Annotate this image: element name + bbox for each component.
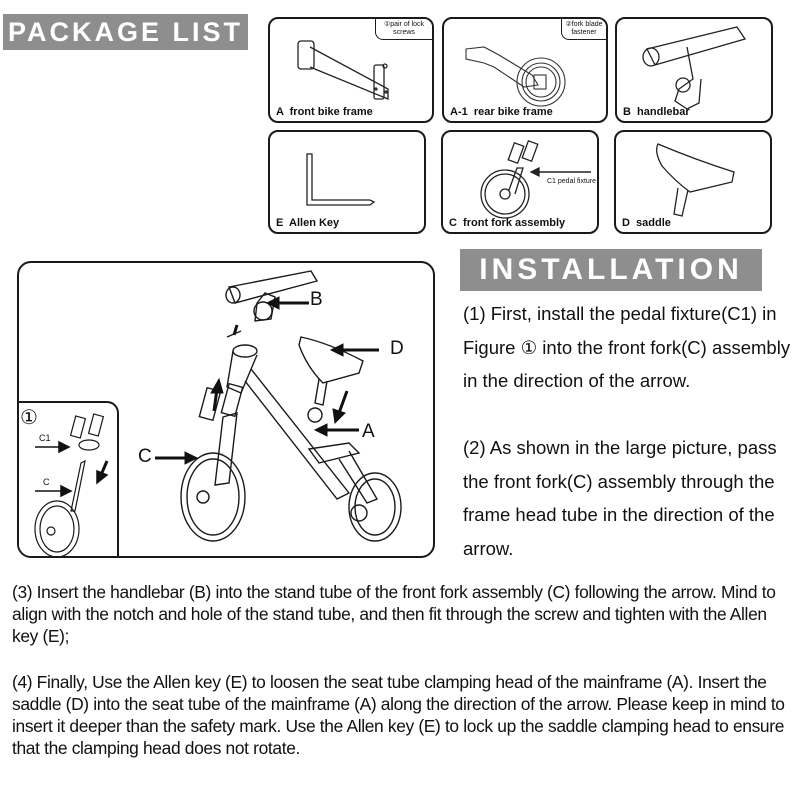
installation-step-4: (4) Finally, Use the Allen key (E) to lo… <box>12 672 785 758</box>
callout-d: D <box>390 338 404 359</box>
package-item-handlebar: B handlebar <box>615 17 773 123</box>
callout-b: B <box>310 289 323 310</box>
assembly-diagram: B D A C ① C1 C <box>17 261 435 558</box>
item-label: A front bike frame <box>276 106 373 118</box>
package-item-saddle: D saddle <box>614 130 772 234</box>
package-list-heading: PACKAGE LIST <box>3 14 248 50</box>
package-item-allen-key: E Allen Key <box>268 130 426 234</box>
installation-step-1: (1) First, install the pedal fixture(C1)… <box>463 303 791 391</box>
installation-heading: INSTALLATION <box>460 249 762 291</box>
item-label: B handlebar <box>623 106 690 118</box>
inset-fork-icon <box>34 413 109 556</box>
package-item-rear-bike-frame: ②fork blade fastener A-1 rear bike frame <box>442 17 608 123</box>
item-label: D saddle <box>622 217 671 229</box>
saddle-icon <box>656 143 735 217</box>
inset-callout-c1: C1 <box>39 433 51 443</box>
fork-blade-fastener-tag: ②fork blade fastener <box>561 19 606 40</box>
balance-bike-exploded-icon <box>155 270 402 542</box>
allen-key-icon <box>306 153 376 206</box>
front-fork-icon <box>480 139 591 219</box>
bike-frame-icon <box>297 40 389 100</box>
c1-pedal-fixture-callout: C1 pedal fixture <box>547 178 597 185</box>
item-label: A-1 rear bike frame <box>450 106 553 118</box>
inset-figure-1: ① C1 C <box>19 401 119 556</box>
inset-callout-c: C <box>43 477 50 487</box>
package-item-front-fork-assembly: C1 pedal fixture C front fork assembly <box>441 130 599 234</box>
item-label: C front fork assembly <box>449 217 566 229</box>
installation-step-2: (2) As shown in the large picture, pass … <box>463 437 777 559</box>
handlebar-icon <box>642 26 747 110</box>
package-item-front-bike-frame: ①pair of lock screws A front bike frame <box>268 17 434 123</box>
callout-a: A <box>362 421 375 442</box>
callout-c: C <box>138 446 152 467</box>
installation-step-3: (3) Insert the handlebar (B) into the st… <box>12 582 776 646</box>
inset-number: ① <box>20 407 38 429</box>
item-label: E Allen Key <box>276 217 340 229</box>
lock-screws-tag: ①pair of lock screws <box>375 19 432 40</box>
rear-frame-icon <box>465 46 566 107</box>
